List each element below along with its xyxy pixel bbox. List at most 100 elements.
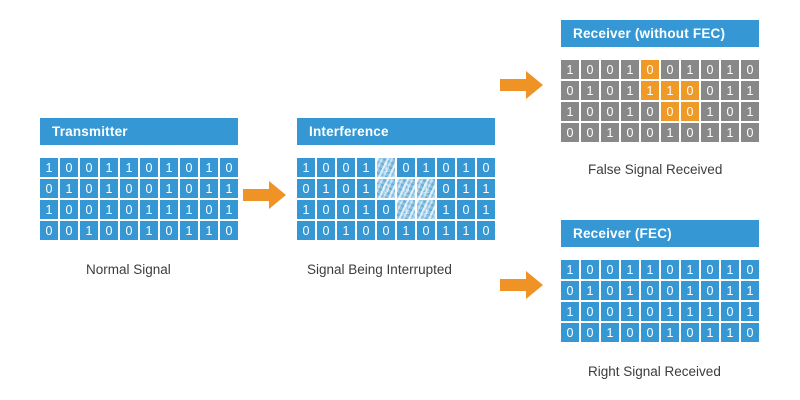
bit-cell: 1: [160, 158, 178, 177]
bit-cell: 0: [641, 123, 659, 142]
bit-cell: 1: [397, 221, 415, 240]
bit-cell: 0: [641, 281, 659, 300]
bit-cell: 0: [377, 200, 395, 219]
bit-cell: 0: [661, 102, 679, 121]
panel-receiver-without-fec-title: Receiver (without FEC): [561, 20, 759, 47]
bit-cell: 1: [100, 200, 118, 219]
bit-cell: 1: [741, 302, 759, 321]
bit-cell: 0: [701, 260, 719, 279]
bit-cell: 0: [601, 81, 619, 100]
bit-cell: 0: [661, 60, 679, 79]
bit-cell: 1: [80, 221, 98, 240]
bit-cell: 0: [220, 158, 238, 177]
bit-cell: 0: [140, 179, 158, 198]
bit-cell: 0: [621, 123, 639, 142]
bit-cell: 1: [701, 323, 719, 342]
bit-cell: 1: [561, 60, 579, 79]
bit-cell: 1: [140, 200, 158, 219]
bit-cell: 1: [561, 302, 579, 321]
bit-cell: 1: [741, 281, 759, 300]
panel-interference-title: Interference: [297, 118, 495, 145]
bit-cell: 0: [741, 60, 759, 79]
bit-cell: 1: [437, 221, 455, 240]
bit-cell: 0: [417, 221, 435, 240]
bit-cell: 0: [701, 60, 719, 79]
bit-cell: 0: [561, 323, 579, 342]
panel-receiver-fec-title: Receiver (FEC): [561, 220, 759, 247]
bit-cell: 0: [60, 200, 78, 219]
bit-cell: 1: [417, 200, 435, 219]
bit-cell: 0: [601, 260, 619, 279]
bit-cell: 0: [337, 200, 355, 219]
bit-cell: 1: [601, 323, 619, 342]
bit-cell: 1: [417, 158, 435, 177]
bit-cell: 1: [297, 158, 315, 177]
bit-cell: 1: [621, 281, 639, 300]
bit-cell: 0: [377, 221, 395, 240]
bit-cell: 0: [681, 81, 699, 100]
bit-cell: 0: [741, 323, 759, 342]
bit-cell: 1: [661, 323, 679, 342]
bit-cell: 1: [457, 179, 475, 198]
bit-cell: 1: [357, 200, 375, 219]
bit-cell: 1: [721, 260, 739, 279]
bit-cell: 0: [701, 281, 719, 300]
bit-cell: 0: [397, 179, 415, 198]
bit-cell: 1: [140, 221, 158, 240]
bit-cell: 1: [641, 260, 659, 279]
bit-cell: 1: [477, 200, 495, 219]
bit-cell: 1: [621, 81, 639, 100]
bit-cell: 1: [741, 102, 759, 121]
bit-cell: 1: [200, 221, 218, 240]
bit-cell: 0: [661, 281, 679, 300]
bit-cell: 0: [601, 281, 619, 300]
bit-cell: 0: [721, 302, 739, 321]
caption-receiver-fec: Right Signal Received: [588, 364, 721, 379]
bit-cell: 1: [681, 60, 699, 79]
bit-cell: 0: [561, 281, 579, 300]
bit-cell: 1: [721, 323, 739, 342]
bit-cell: 1: [561, 102, 579, 121]
bit-cell: 0: [120, 221, 138, 240]
bit-cell: 0: [80, 179, 98, 198]
bit-cell: 0: [561, 81, 579, 100]
arrow-interference-to-receiver-without-fec: [500, 70, 544, 100]
bit-cell: 1: [417, 179, 435, 198]
bit-cell: 1: [457, 158, 475, 177]
bit-cell: 1: [721, 60, 739, 79]
bit-cell: 0: [581, 123, 599, 142]
bit-cell: 1: [721, 81, 739, 100]
bit-cell: 0: [681, 102, 699, 121]
bit-cell: 1: [357, 158, 375, 177]
bit-cell: 0: [80, 158, 98, 177]
bit-cell: 0: [160, 221, 178, 240]
bit-cell: 1: [297, 200, 315, 219]
bit-cell: 1: [40, 158, 58, 177]
bit-cell: 0: [337, 158, 355, 177]
bit-cell: 1: [160, 179, 178, 198]
bit-cell: 0: [317, 158, 335, 177]
bit-cell: 1: [601, 123, 619, 142]
bit-cell: 0: [397, 158, 415, 177]
bit-cell: 1: [681, 302, 699, 321]
bit-cell: 0: [60, 221, 78, 240]
bit-cell: 1: [701, 302, 719, 321]
bit-cell: 1: [641, 81, 659, 100]
bit-cell: 0: [317, 200, 335, 219]
bit-cell: 0: [581, 102, 599, 121]
bit-cell: 0: [581, 323, 599, 342]
bit-cell: 1: [661, 81, 679, 100]
bit-cell: 0: [100, 221, 118, 240]
bit-cell: 1: [200, 158, 218, 177]
